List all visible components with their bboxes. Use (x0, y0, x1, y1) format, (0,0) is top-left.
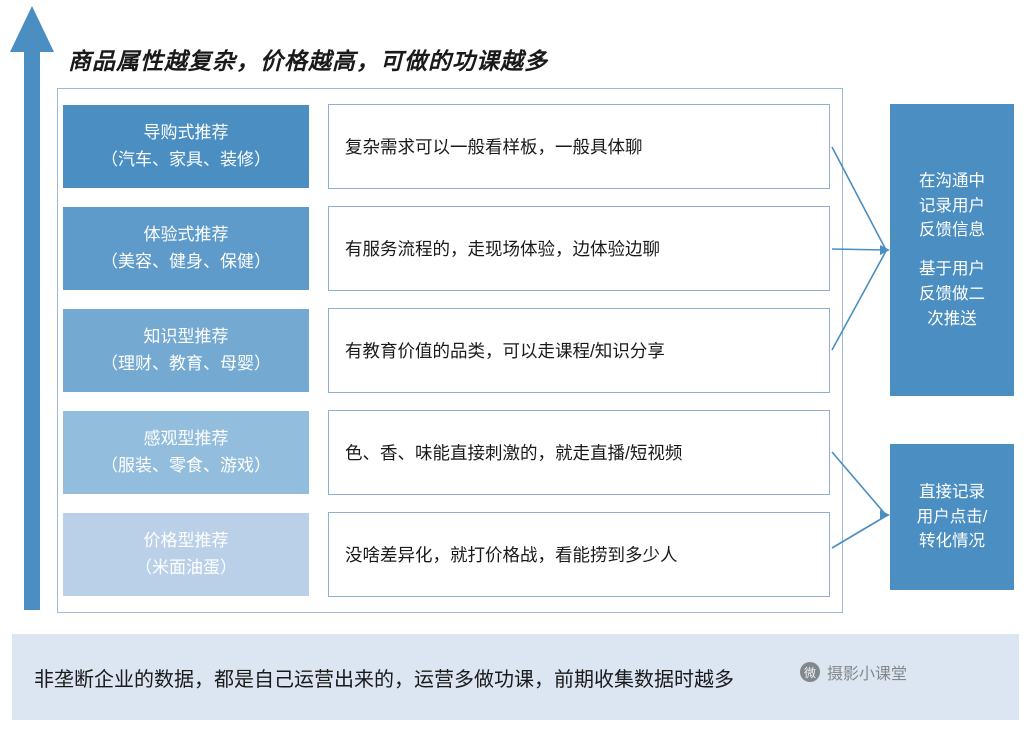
category-label-secondary: （美容、健身、保健） (101, 251, 271, 271)
outcome-line: 反馈做二 (919, 284, 985, 303)
up-arrow-icon (10, 6, 54, 610)
category-label-secondary: （理财、教育、母婴） (101, 353, 271, 373)
outcome-line: 反馈信息 (919, 221, 985, 240)
description-box-5[interactable]: 没啥差异化，就打价格战，看能捞到多少人 (328, 512, 830, 597)
category-label-secondary: （服装、零食、游戏） (101, 455, 271, 475)
outcome-line: 记录用户 (919, 196, 985, 215)
category-box-4[interactable]: 感观型推荐 （服装、零食、游戏） (62, 410, 310, 495)
watermark-logo-icon: 微 (800, 662, 820, 682)
watermark: 微 摄影小课堂 (800, 660, 907, 684)
outcome-line: 在沟通中 (919, 171, 985, 190)
category-label-primary: 导购式推荐 (143, 123, 229, 143)
category-box-3[interactable]: 知识型推荐 （理财、教育、母婴） (62, 308, 310, 393)
category-box-2[interactable]: 体验式推荐 （美容、健身、保健） (62, 206, 310, 291)
category-label-primary: 体验式推荐 (143, 225, 229, 245)
summary-banner: 非垄断企业的数据，都是自己运营出来的，运营多做功课，前期收集数据时越多 (12, 634, 1019, 720)
outcome-line: 用户点击/ (916, 507, 988, 526)
outcome-box-2[interactable]: 直接记录 用户点击/ 转化情况 (890, 444, 1014, 590)
category-label-secondary: （米面油蛋） (135, 557, 237, 577)
description-box-3[interactable]: 有教育价值的品类，可以走课程/知识分享 (328, 308, 830, 393)
description-box-2[interactable]: 有服务流程的，走现场体验，边体验边聊 (328, 206, 830, 291)
page-title: 商品属性越复杂，价格越高，可做的功课越多 (68, 48, 548, 74)
outcome-line: 直接记录 (919, 482, 985, 501)
category-label-secondary: （汽车、家具、装修） (101, 149, 271, 169)
category-label-primary: 知识型推荐 (143, 327, 229, 347)
category-label-primary: 感观型推荐 (143, 429, 229, 449)
category-box-1[interactable]: 导购式推荐 （汽车、家具、装修） (62, 104, 310, 189)
outcome-line: 基于用户 (919, 260, 985, 278)
category-box-5[interactable]: 价格型推荐 （米面油蛋） (62, 512, 310, 597)
category-label-primary: 价格型推荐 (143, 531, 229, 551)
outcome-line: 次推送 (927, 309, 977, 328)
diagram-frame (57, 88, 843, 613)
description-box-4[interactable]: 色、香、味能直接刺激的，就走直播/短视频 (328, 410, 830, 495)
outcome-box-1[interactable]: 在沟通中 记录用户 反馈信息 基于用户 反馈做二 次推送 (890, 104, 1014, 396)
outcome-line: 转化情况 (919, 532, 985, 551)
watermark-text: 摄影小课堂 (827, 666, 908, 683)
description-box-1[interactable]: 复杂需求可以一般看样板，一般具体聊 (328, 104, 830, 189)
